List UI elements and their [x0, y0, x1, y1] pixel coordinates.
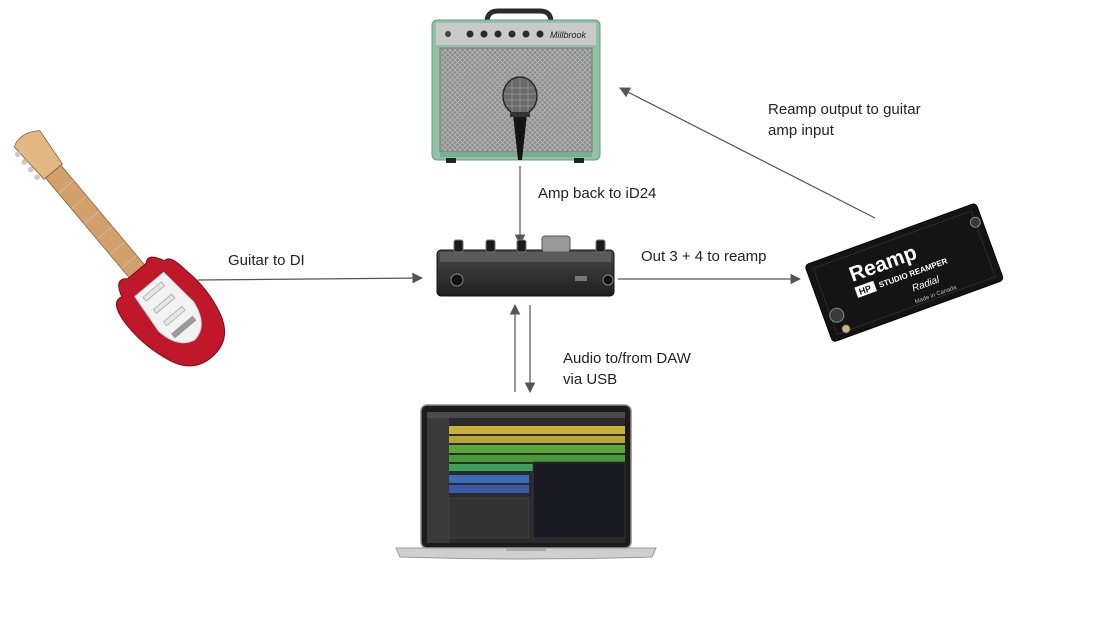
- arrow-guitar-to-di: [197, 272, 424, 284]
- label-audio-daw: Audio to/from DAW via USB: [563, 350, 691, 388]
- audio-interface-image: [436, 235, 615, 297]
- label-amp-back: Amp back to iD24: [538, 185, 657, 202]
- label-reamp-to-amp: Reamp output to guitar amp input: [768, 101, 921, 139]
- microphone-image: [502, 76, 538, 160]
- reamp-box-image: Reamp HP STUDIO REAMPER Radial Made in C…: [805, 203, 1004, 342]
- electric-guitar-image: [13, 130, 226, 367]
- laptop-daw-image: [395, 404, 657, 560]
- arrow-reamp-to-amp: [619, 87, 876, 219]
- reamp-model-label: HP: [858, 283, 873, 297]
- connection-arrows: [197, 87, 876, 394]
- label-guitar-to-di: Guitar to DI: [228, 252, 305, 269]
- amp-brand-label: Millbrook: [550, 30, 587, 40]
- guitar-amp-image: Millbrook: [431, 8, 601, 163]
- label-out-to-reamp: Out 3 + 4 to reamp: [641, 248, 767, 265]
